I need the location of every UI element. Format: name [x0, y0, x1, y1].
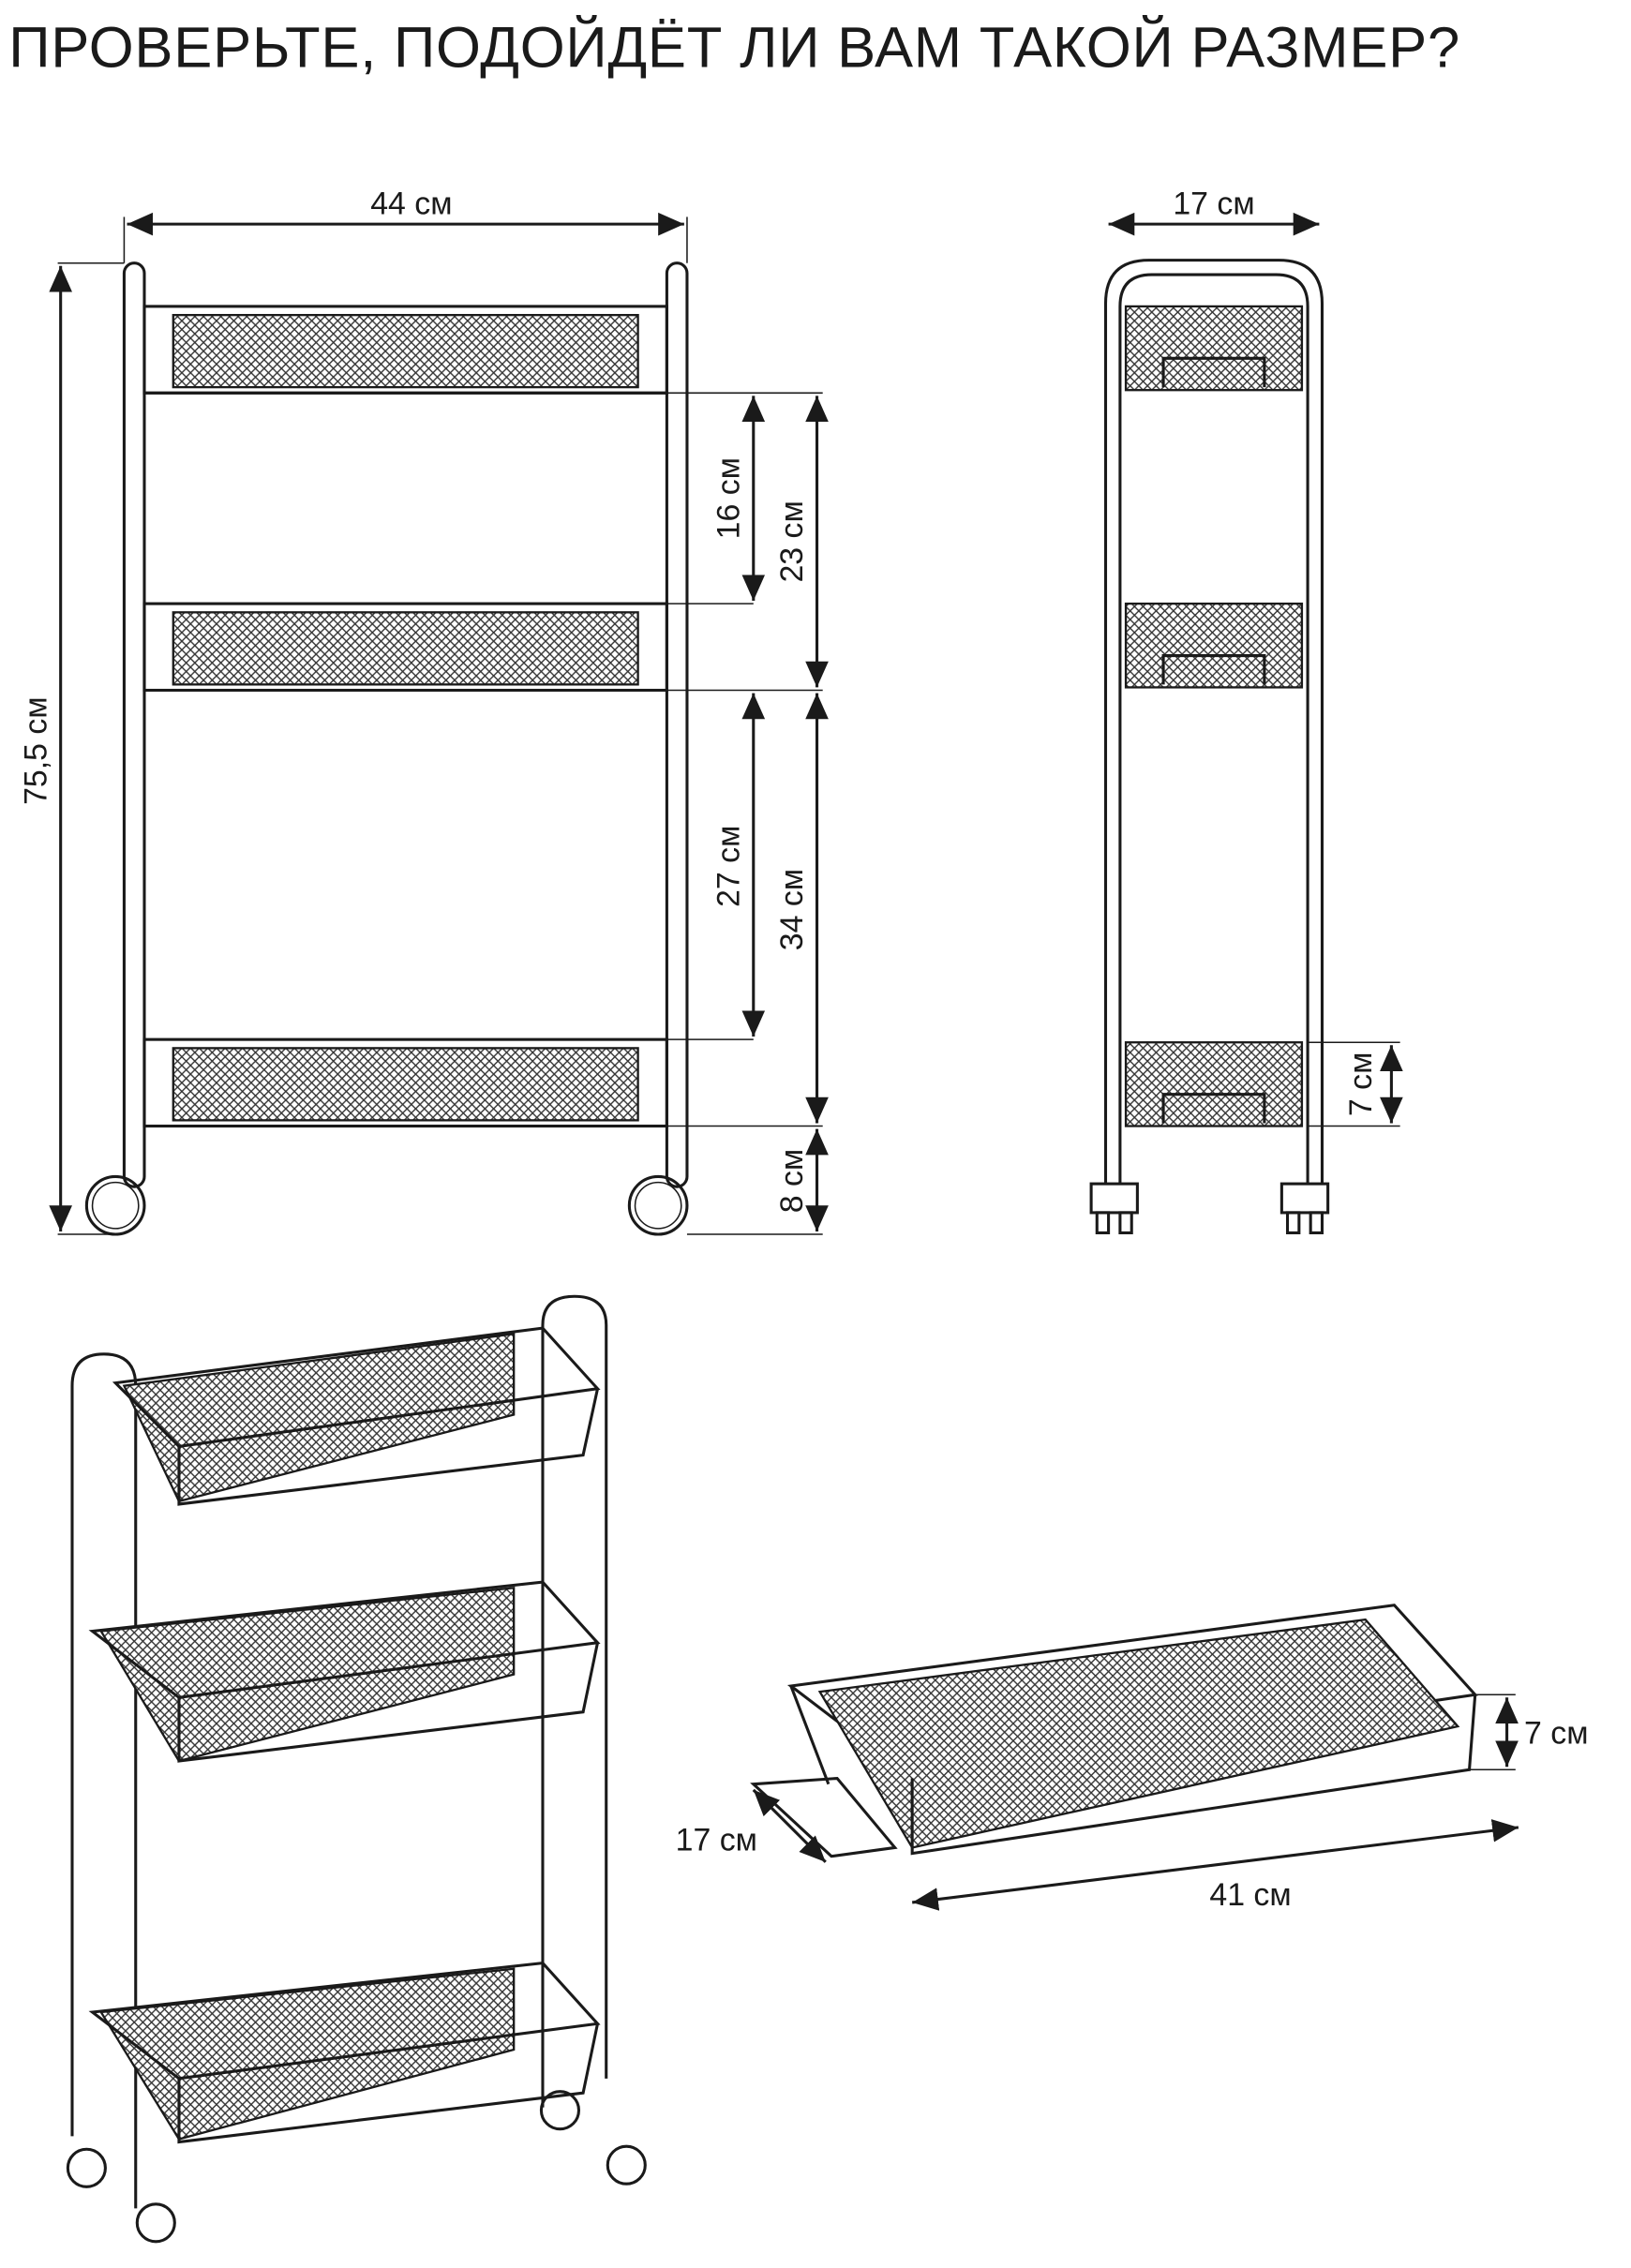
gap-top-inner-label: 16 см	[711, 457, 746, 539]
width-label: 44 см	[370, 186, 452, 221]
perspective-basket-middle	[88, 1580, 601, 1763]
gap-mid-inner-label: 27 см	[711, 826, 746, 907]
basket-hook	[750, 1776, 898, 1858]
front-view: 44 см 75,5 см 16 см 23 см 27 см 34 см 8 …	[18, 186, 829, 1236]
bottom-clearance-label: 8 см	[774, 1149, 810, 1213]
side-basket-height-label: 7 см	[1343, 1052, 1379, 1116]
height-label: 75,5 см	[18, 696, 53, 805]
left-post	[122, 261, 146, 1188]
wheel-right	[627, 1174, 689, 1236]
gap-mid-outer-label: 34 см	[774, 869, 810, 950]
shelf-top	[142, 305, 668, 395]
side-frame	[1103, 259, 1324, 1185]
depth-label: 17 см	[1173, 186, 1254, 221]
side-wheel-left	[1089, 1182, 1139, 1235]
basket-view: 7 см 17 см 41 см	[676, 1604, 1589, 1913]
basket-depth-label: 17 см	[676, 1823, 757, 1858]
perspective-basket-bottom	[88, 1962, 601, 2144]
right-post	[665, 261, 689, 1188]
basket-length-label: 41 см	[1209, 1877, 1291, 1913]
wheel-left	[84, 1174, 146, 1236]
shelf-middle	[142, 602, 668, 693]
side-basket-bottom	[1124, 1041, 1304, 1127]
side-view: 17 см 7 см	[1089, 186, 1403, 1235]
basket-height-label: 7 см	[1524, 1716, 1588, 1752]
side-basket-top	[1124, 305, 1304, 392]
basket-mesh	[817, 1618, 1460, 1849]
perspective-view	[66, 1294, 647, 2244]
side-wheel-right	[1279, 1182, 1330, 1235]
shelf-bottom	[142, 1037, 668, 1128]
page-title: ПРОВЕРЬТЕ, ПОДОЙДЁТ ЛИ ВАМ ТАКОЙ РАЗМЕР?	[8, 14, 1460, 80]
side-basket-middle	[1124, 602, 1304, 689]
gap-top-outer-label: 23 см	[774, 500, 810, 582]
perspective-basket-top	[112, 1326, 601, 1506]
